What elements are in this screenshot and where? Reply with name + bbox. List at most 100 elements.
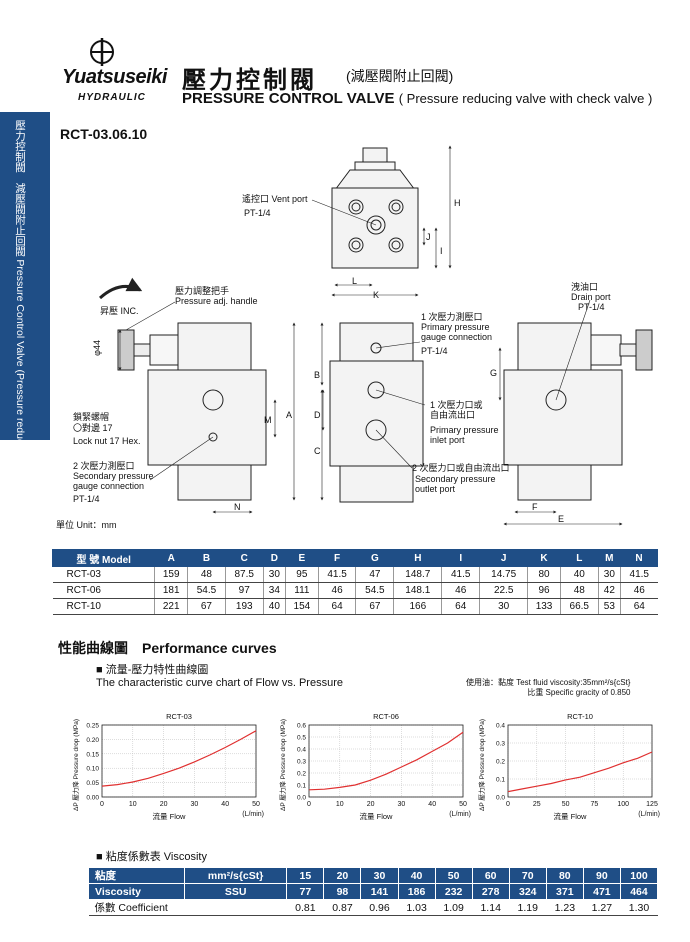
viscosity-cst-cell: 100 bbox=[619, 867, 659, 884]
spec-col-m: M bbox=[597, 549, 622, 567]
x-axis-label: 流量 Flow bbox=[554, 811, 588, 821]
y-tick-label: 0.3 bbox=[496, 741, 505, 748]
viscosity-ssu-cell: 471 bbox=[582, 883, 621, 900]
spec-cell: 53 bbox=[597, 598, 621, 615]
primary-gauge-en1: Primary pressure bbox=[421, 322, 490, 332]
page-title-en: PRESSURE CONTROL VALVE ( Pressure reduci… bbox=[182, 90, 652, 107]
dim-k: K bbox=[373, 290, 380, 300]
x-tick-label: 0 bbox=[307, 801, 311, 808]
lock-nut-label: 鎖緊螺帽 bbox=[73, 412, 110, 422]
spec-cell: 46 bbox=[317, 582, 356, 599]
y-tick-label: 0.4 bbox=[297, 747, 306, 754]
logo-mark-icon bbox=[90, 38, 114, 66]
x-tick-label: 20 bbox=[160, 801, 168, 808]
drain-size: PT-1/4 bbox=[578, 302, 605, 312]
secondary-gauge-en2: gauge connection bbox=[73, 481, 145, 491]
spec-col-h: H bbox=[393, 549, 443, 567]
viscosity-coef-cell: 1.03 bbox=[398, 899, 436, 916]
viscosity-coef-cell: 1.19 bbox=[509, 899, 547, 916]
viscosity-coef-cell: 1.30 bbox=[620, 899, 658, 916]
viscosity-cst-cell: 30 bbox=[360, 867, 399, 884]
inc-label: 昇壓 INC. bbox=[100, 306, 139, 316]
viscosity-cst-cell: 80 bbox=[545, 867, 584, 884]
viscosity-ssu-cell: 141 bbox=[360, 883, 399, 900]
spec-cell: 95 bbox=[285, 566, 319, 583]
spec-cell: 193 bbox=[224, 598, 264, 615]
spec-cell: 181 bbox=[154, 582, 188, 599]
spec-cell: 40 bbox=[262, 598, 286, 615]
y-tick-label: 0.0 bbox=[297, 795, 306, 802]
top-view-drawing bbox=[331, 147, 419, 269]
valve-drawings bbox=[98, 145, 653, 526]
vent-port-size: PT-1/4 bbox=[244, 208, 271, 218]
viscosity-coef-label: 係數 Coefficient bbox=[88, 899, 287, 916]
chart-title: RCT-10 bbox=[567, 712, 593, 721]
viscosity-coef-cell: 1.09 bbox=[435, 899, 473, 916]
spec-col-a: A bbox=[154, 549, 189, 567]
outlet-label-en2: outlet port bbox=[415, 484, 456, 494]
spec-cell: 111 bbox=[285, 582, 319, 599]
spec-cell: 41.5 bbox=[441, 566, 480, 583]
x-axis-label: 流量 Flow bbox=[153, 811, 187, 821]
spec-cell: 40 bbox=[559, 566, 599, 583]
spec-col-k: K bbox=[527, 549, 561, 567]
spec-cell: 41.5 bbox=[620, 566, 658, 583]
chart-title: RCT-06 bbox=[373, 712, 399, 721]
y-axis-label: ΔP 壓力降 Pressure drop (MPa) bbox=[71, 719, 80, 811]
viscosity-ssu-label: Viscosity bbox=[88, 883, 185, 900]
spec-cell: 30 bbox=[479, 598, 528, 615]
x-tick-label: 0 bbox=[100, 801, 104, 808]
primary-gauge-size: PT-1/4 bbox=[421, 346, 448, 356]
dim-c: C bbox=[314, 446, 321, 456]
y-tick-label: 0.4 bbox=[496, 723, 505, 730]
drain-label-en: Drain port bbox=[571, 292, 611, 302]
spec-cell: 14.75 bbox=[479, 566, 528, 583]
drain-label: 洩油口 bbox=[571, 282, 599, 292]
spec-cell: 133 bbox=[527, 598, 561, 615]
spec-cell: 41.5 bbox=[317, 566, 356, 583]
viscosity-coef-cell: 1.14 bbox=[472, 899, 510, 916]
spec-cell: 221 bbox=[154, 598, 188, 615]
dim-n: N bbox=[234, 502, 241, 512]
model-code: RCT-03.06.10 bbox=[60, 126, 148, 142]
performance-section-title: 性能曲線圖 Performance curves bbox=[58, 640, 277, 656]
spec-col-j: J bbox=[479, 549, 529, 567]
outlet-label-en1: Secondary pressure bbox=[415, 474, 496, 484]
x-tick-label: 50 bbox=[252, 801, 260, 808]
x-axis-label: 流量 Flow bbox=[360, 811, 394, 821]
spec-model-cell: RCT-03 bbox=[52, 566, 155, 583]
unit-label: 單位 Unit：mm bbox=[56, 520, 117, 530]
spec-col-d: D bbox=[262, 549, 287, 567]
x-axis-unit: (L/min) bbox=[449, 811, 471, 818]
viscosity-ssu-cell: 371 bbox=[545, 883, 584, 900]
dim-g: G bbox=[490, 368, 498, 378]
spec-cell: 87.5 bbox=[224, 566, 264, 583]
y-tick-label: 0.15 bbox=[86, 751, 99, 758]
y-tick-label: 0.1 bbox=[496, 777, 505, 784]
x-tick-label: 30 bbox=[398, 801, 406, 808]
secondary-gauge-size: PT-1/4 bbox=[73, 494, 100, 504]
spec-cell: 46 bbox=[441, 582, 480, 599]
viscosity-ssu-cell: 186 bbox=[397, 883, 436, 900]
spec-cell: 54.5 bbox=[355, 582, 394, 599]
viscosity-coef-cell: 1.27 bbox=[583, 899, 621, 916]
title-en-sub: ( Pressure reducing valve with check val… bbox=[398, 91, 653, 106]
spec-cell: 64 bbox=[317, 598, 356, 615]
viscosity-cst-cell: 15 bbox=[286, 867, 325, 884]
inlet-label-en1: Primary pressure bbox=[430, 425, 499, 435]
x-tick-label: 50 bbox=[459, 801, 467, 808]
spec-cell: 30 bbox=[262, 566, 286, 583]
x-tick-label: 10 bbox=[336, 801, 344, 808]
brand-sub: HYDRAULIC bbox=[78, 92, 146, 103]
dim-d: D bbox=[314, 410, 321, 420]
inlet-label-2: 自由流出口 bbox=[430, 410, 476, 420]
viscosity-ssu-unit: SSU bbox=[183, 883, 288, 900]
lock-nut-label-en: Lock nut 17 Hex. bbox=[73, 436, 141, 446]
dim-a: A bbox=[286, 410, 293, 420]
spec-cell: 67 bbox=[187, 598, 226, 615]
viscosity-ssu-cell: 77 bbox=[286, 883, 325, 900]
